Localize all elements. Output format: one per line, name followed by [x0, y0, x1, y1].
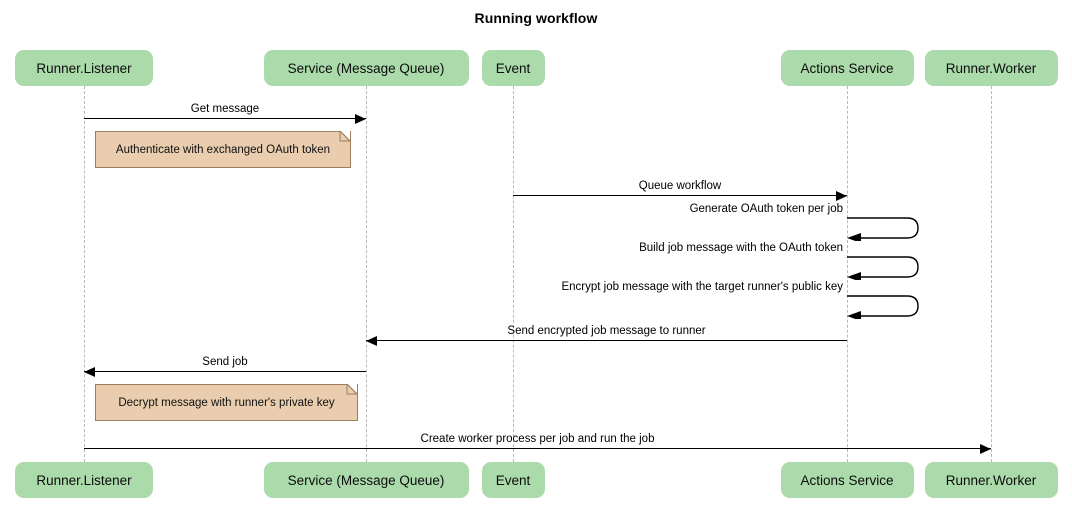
arrowhead-left — [366, 335, 377, 346]
message-label: Get message — [190, 103, 260, 115]
actor-runner-listener-bottom[interactable]: Runner.Listener — [15, 462, 153, 498]
arrowhead-left — [84, 366, 95, 377]
lifeline-event — [513, 86, 514, 462]
lifeline-runner-listener — [84, 86, 85, 462]
lifeline-service-message-queue — [366, 86, 367, 462]
actor-label: Event — [495, 60, 531, 76]
message-label: Create worker process per job and run th… — [420, 433, 655, 445]
note-decrypt: Decrypt message with runner's private ke… — [95, 384, 358, 421]
lifeline-runner-worker — [991, 86, 992, 462]
note-authenticate: Authenticate with exchanged OAuth token — [95, 131, 351, 168]
actor-service-message-queue-bottom[interactable]: Service (Message Queue) — [263, 462, 469, 498]
actor-service-message-queue-top[interactable]: Service (Message Queue) — [263, 50, 469, 86]
lifeline-actions-service — [847, 86, 848, 462]
message-label: Generate OAuth token per job — [689, 203, 843, 215]
message-line — [84, 118, 366, 119]
note-fold-icon — [344, 384, 358, 398]
self-loop-path — [847, 295, 919, 319]
message-line — [84, 448, 991, 449]
actor-label: Runner.Worker — [945, 60, 1037, 76]
actor-runner-worker-top[interactable]: Runner.Worker — [924, 50, 1058, 86]
message-line — [513, 195, 847, 196]
actor-runner-listener-top[interactable]: Runner.Listener — [15, 50, 153, 86]
actor-runner-worker-bottom[interactable]: Runner.Worker — [924, 462, 1058, 498]
actor-label: Runner.Worker — [945, 472, 1037, 488]
actor-actions-service-bottom[interactable]: Actions Service — [780, 462, 914, 498]
note-fold-icon — [337, 131, 351, 145]
message-line — [366, 340, 847, 341]
message-label: Send job — [202, 356, 248, 368]
actor-label: Service (Message Queue) — [287, 60, 445, 76]
arrowhead-right — [836, 190, 847, 201]
actor-label: Actions Service — [800, 472, 894, 488]
note-label: Authenticate with exchanged OAuth token — [115, 143, 331, 156]
actor-label: Runner.Listener — [36, 60, 132, 76]
page-title: Running workflow — [474, 10, 598, 26]
actor-label: Actions Service — [800, 60, 894, 76]
actor-actions-service-top[interactable]: Actions Service — [780, 50, 914, 86]
actor-label: Runner.Listener — [36, 472, 132, 488]
actor-label: Event — [495, 472, 531, 488]
self-loop-path — [847, 256, 919, 280]
actor-label: Service (Message Queue) — [287, 472, 445, 488]
message-label: Encrypt job message with the target runn… — [561, 281, 843, 293]
self-loop-path — [847, 217, 919, 241]
actor-event-bottom[interactable]: Event — [481, 462, 545, 498]
actor-event-top[interactable]: Event — [481, 50, 545, 86]
arrowhead-right — [355, 113, 366, 124]
message-label: Queue workflow — [638, 180, 722, 192]
message-label: Build job message with the OAuth token — [639, 242, 843, 254]
note-label: Decrypt message with runner's private ke… — [118, 396, 335, 409]
arrowhead-right — [980, 443, 991, 454]
message-line — [84, 371, 366, 372]
message-label: Send encrypted job message to runner — [507, 325, 706, 337]
